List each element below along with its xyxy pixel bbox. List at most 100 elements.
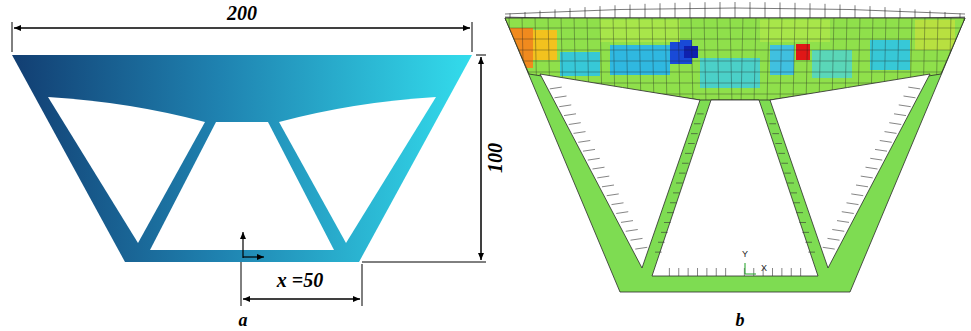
hatch-line — [781, 268, 782, 276]
hatch-line — [688, 143, 695, 144]
hatch-line — [908, 87, 920, 89]
hatch-line — [790, 192, 797, 193]
hatch-line — [769, 123, 776, 124]
hatch-line — [569, 123, 581, 125]
mesh-line — [500, 61, 970, 62]
hatch-line — [793, 202, 800, 203]
hatch-line — [781, 163, 788, 164]
hatch-line — [706, 268, 707, 276]
mesh-line — [754, 15, 756, 105]
hatch-line — [894, 114, 906, 116]
hatch-line — [870, 158, 882, 160]
hatch-line — [866, 167, 878, 169]
hatch-line — [837, 221, 849, 223]
hatch-line — [808, 252, 815, 253]
hatch-line — [682, 163, 689, 164]
hatch-line — [661, 232, 668, 233]
hatch-line — [676, 183, 683, 184]
panel-letter: a — [239, 311, 248, 329]
panel-letter: b — [736, 311, 745, 329]
hatch-line — [688, 268, 689, 276]
hatch-line — [593, 167, 605, 169]
hatch-line — [847, 203, 859, 205]
dimension-200 — [12, 22, 472, 52]
mesh-line — [652, 15, 654, 105]
hatch-line — [574, 132, 586, 134]
axis-triad — [745, 263, 756, 274]
hatch-line — [856, 185, 868, 187]
hatch-line — [772, 268, 773, 276]
mesh-line — [665, 15, 667, 105]
hatch-line — [889, 123, 901, 125]
hatch-line — [588, 158, 600, 160]
hatch-line — [673, 192, 680, 193]
hatch-line — [670, 202, 677, 203]
fe-section — [500, 15, 970, 292]
hatch-line — [799, 222, 806, 223]
mesh-line — [500, 39, 970, 40]
hatch-line — [775, 143, 782, 144]
hatch-line — [550, 87, 562, 89]
hatch-line — [697, 113, 704, 114]
hatch-line — [616, 212, 628, 214]
hatch-line — [669, 268, 670, 276]
mesh-line — [949, 15, 951, 105]
hatch-line — [725, 268, 726, 276]
mesh-line — [678, 15, 680, 105]
dimension-label: 200 — [227, 3, 257, 23]
hatch-line — [621, 221, 633, 223]
mesh-line — [500, 28, 970, 29]
hatch-line — [875, 149, 887, 151]
mesh-line — [730, 15, 732, 105]
hatch-line — [778, 153, 785, 154]
mesh-line — [500, 72, 970, 73]
hatch-line — [842, 212, 854, 214]
mesh-line — [704, 15, 706, 105]
hatch-line — [597, 176, 609, 178]
hatch-line — [899, 105, 911, 107]
hatch-line — [880, 141, 892, 143]
hatch-line — [626, 230, 638, 232]
dimension-label: 100 — [485, 143, 505, 173]
hatch-line — [655, 252, 662, 253]
mesh-line — [500, 50, 970, 51]
hatch-line — [602, 185, 614, 187]
mesh-line — [741, 15, 743, 105]
hatch-line — [791, 268, 792, 276]
hatch-line — [716, 268, 717, 276]
hatch-line — [678, 268, 679, 276]
hatch-line — [685, 153, 692, 154]
hatch-line — [658, 242, 665, 243]
hatch-line — [697, 268, 698, 276]
hatch-line — [679, 173, 686, 174]
hatch-line — [885, 132, 897, 134]
dimension-x50 — [241, 262, 362, 306]
mesh-line — [535, 15, 537, 105]
hatch-line — [851, 194, 863, 196]
hatch-line — [823, 247, 835, 249]
origin-axes — [243, 232, 264, 258]
hatch-line — [766, 113, 773, 114]
hatch-line — [787, 183, 794, 184]
hatch-line — [805, 242, 812, 243]
mesh-line — [923, 15, 925, 105]
hatch-line — [796, 212, 803, 213]
hatch-line — [612, 203, 624, 205]
mesh-line — [691, 15, 693, 105]
hatch-line — [904, 96, 916, 98]
mesh-line — [962, 15, 964, 105]
hatch-line — [578, 141, 590, 143]
hatch-line — [691, 133, 698, 134]
dimension-label: x =50 — [277, 270, 323, 290]
hatch-line — [635, 247, 647, 249]
mesh-line — [793, 15, 795, 105]
hatch-line — [667, 212, 674, 213]
hatch-line — [631, 238, 643, 240]
axis-label: X — [761, 264, 767, 273]
hatch-line — [559, 105, 571, 107]
mesh-line — [717, 15, 719, 105]
mesh-line — [780, 15, 782, 105]
hatch-line — [607, 194, 619, 196]
hatch-line — [583, 149, 595, 151]
